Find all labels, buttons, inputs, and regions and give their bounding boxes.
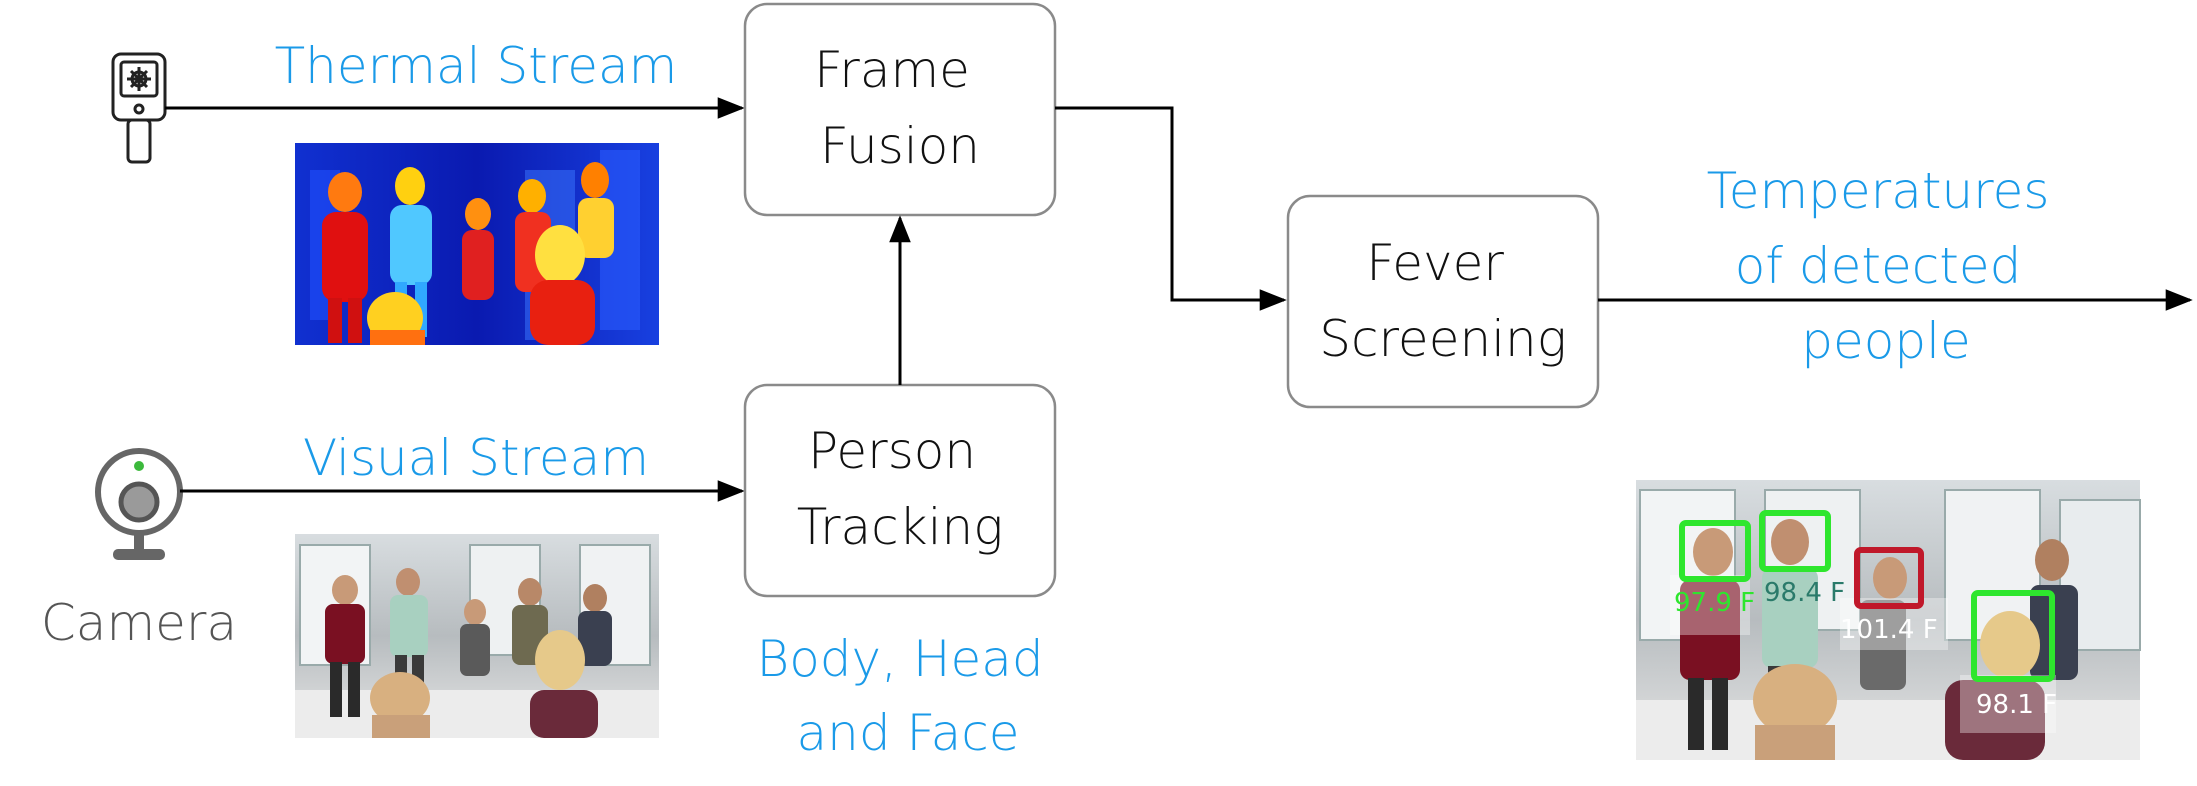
detection-box-2 [1759, 510, 1831, 572]
visual-stream-label: Visual Stream [303, 429, 649, 487]
person-tracking-label: Person Tracking [797, 422, 1003, 556]
fever-screening-label: Fever Screening [1319, 234, 1567, 368]
tracking-outputs-line-2: and Face [796, 704, 1019, 762]
person-tracking-box [743, 383, 1057, 598]
webcam-icon [95, 448, 183, 560]
detection-box-1 [1679, 520, 1751, 582]
detection-temp-3: 101.4 F [1840, 615, 1938, 645]
detection-temp-2: 98.4 F [1764, 578, 1845, 608]
output-line-1: Temperatures [1707, 162, 2050, 220]
person-tracking-line-1: Person [808, 422, 976, 480]
fever-screening-box [1286, 194, 1600, 409]
person-tracking-line-2: Tracking [797, 498, 1003, 556]
frame-fusion-box [743, 2, 1057, 217]
frame-fusion-label: Frame Fusion [814, 41, 986, 175]
fever-screening-line-1: Fever [1366, 234, 1504, 292]
fever-screening-line-2: Screening [1319, 310, 1567, 368]
visual-frame [295, 534, 659, 738]
detection-box-3 [1854, 547, 1924, 609]
frame-fusion-line-2: Fusion [820, 117, 980, 175]
output-line-2: of detected [1735, 237, 2022, 295]
fusion-to-screening-arrow [1055, 106, 1287, 311]
output-line-3: people [1801, 312, 1970, 370]
screening-result-frame [1636, 480, 2141, 760]
thermal-camera-icon [111, 52, 167, 164]
frame-fusion-line-1: Frame [814, 41, 970, 99]
detection-temp-1: 97.9 F [1674, 588, 1755, 618]
detection-temp-4: 98.1 F [1976, 690, 2057, 720]
thermal-frame [295, 143, 659, 345]
output-label: Temperatures of detected people [1707, 162, 2066, 370]
detection-box-4 [1971, 590, 2055, 682]
camera-label: Camera [41, 594, 237, 652]
thermal-stream-label: Thermal Stream [275, 37, 678, 95]
tracking-outputs-line-1: Body, Head [756, 630, 1043, 688]
tracking-outputs-label: Body, Head and Face [756, 630, 1059, 762]
